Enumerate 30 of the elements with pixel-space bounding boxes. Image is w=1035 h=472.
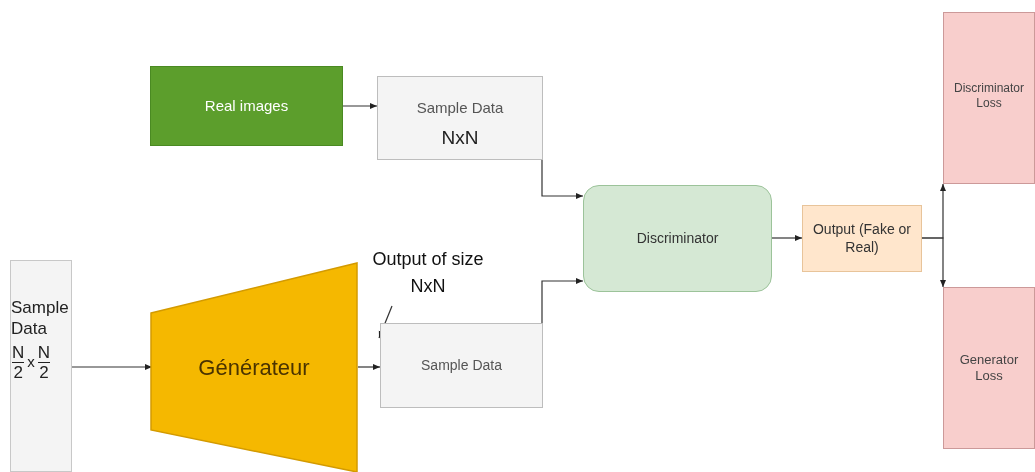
loss-box bbox=[943, 12, 1035, 184]
data-box bbox=[377, 76, 543, 160]
numerator: N bbox=[37, 343, 51, 363]
node-label: Discriminator Loss bbox=[953, 81, 1025, 111]
node-label: Generator Loss bbox=[958, 351, 1020, 385]
data-box bbox=[10, 260, 72, 472]
denominator: 2 bbox=[39, 362, 49, 381]
arrow bbox=[357, 364, 381, 370]
loss-box bbox=[943, 287, 1035, 449]
process-box bbox=[583, 185, 772, 292]
arrow bbox=[771, 235, 803, 241]
node-label: Sample Data bbox=[416, 98, 504, 118]
times-sign: x bbox=[27, 352, 35, 372]
process-box bbox=[150, 66, 343, 146]
node-label: Sample Data bbox=[421, 356, 502, 375]
arrow bbox=[541, 159, 584, 199]
node-label: Discriminator bbox=[636, 229, 719, 248]
numerator: N bbox=[12, 343, 25, 363]
node-label: Real images bbox=[204, 95, 289, 116]
node-label: Générateur bbox=[198, 353, 310, 382]
node-label: Output of size NxN bbox=[371, 248, 485, 298]
node-label: Output (Fake or Real) bbox=[811, 221, 912, 256]
arrow bbox=[541, 278, 584, 324]
arrow bbox=[342, 103, 378, 109]
node-label: NxN bbox=[441, 125, 479, 150]
output-box bbox=[802, 205, 922, 272]
denominator: 2 bbox=[13, 362, 23, 381]
node-label: Sample Data bbox=[11, 297, 70, 340]
arrow bbox=[921, 237, 946, 288]
data-box bbox=[380, 323, 543, 408]
